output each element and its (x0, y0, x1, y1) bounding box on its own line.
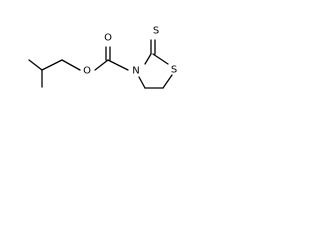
ring-nitrogen-label: N (132, 66, 139, 77)
bond-sulfur-c5 (162, 74, 173, 89)
bond-c2-sulfur (152, 53, 169, 65)
bond-c4-nitrogen (138, 76, 146, 89)
ring-sulfur-label: S (171, 65, 177, 76)
thione-sulfur-label: S (153, 26, 159, 37)
bond-branch-ch2 (41, 59, 63, 71)
bond-nitrogen-c2 (144, 53, 152, 65)
carbonyl-oxygen-label: O (104, 33, 112, 44)
ester-oxygen-label: O (83, 66, 91, 77)
bond-carbonyl-nitrogen (107, 59, 129, 71)
bond-ch2-oxygen (61, 59, 81, 71)
chemical-structure-diagram: O O N S S (28, 26, 177, 89)
bond-methyl-upper (28, 59, 43, 71)
bond-oxygen-carbonyl (94, 59, 109, 71)
